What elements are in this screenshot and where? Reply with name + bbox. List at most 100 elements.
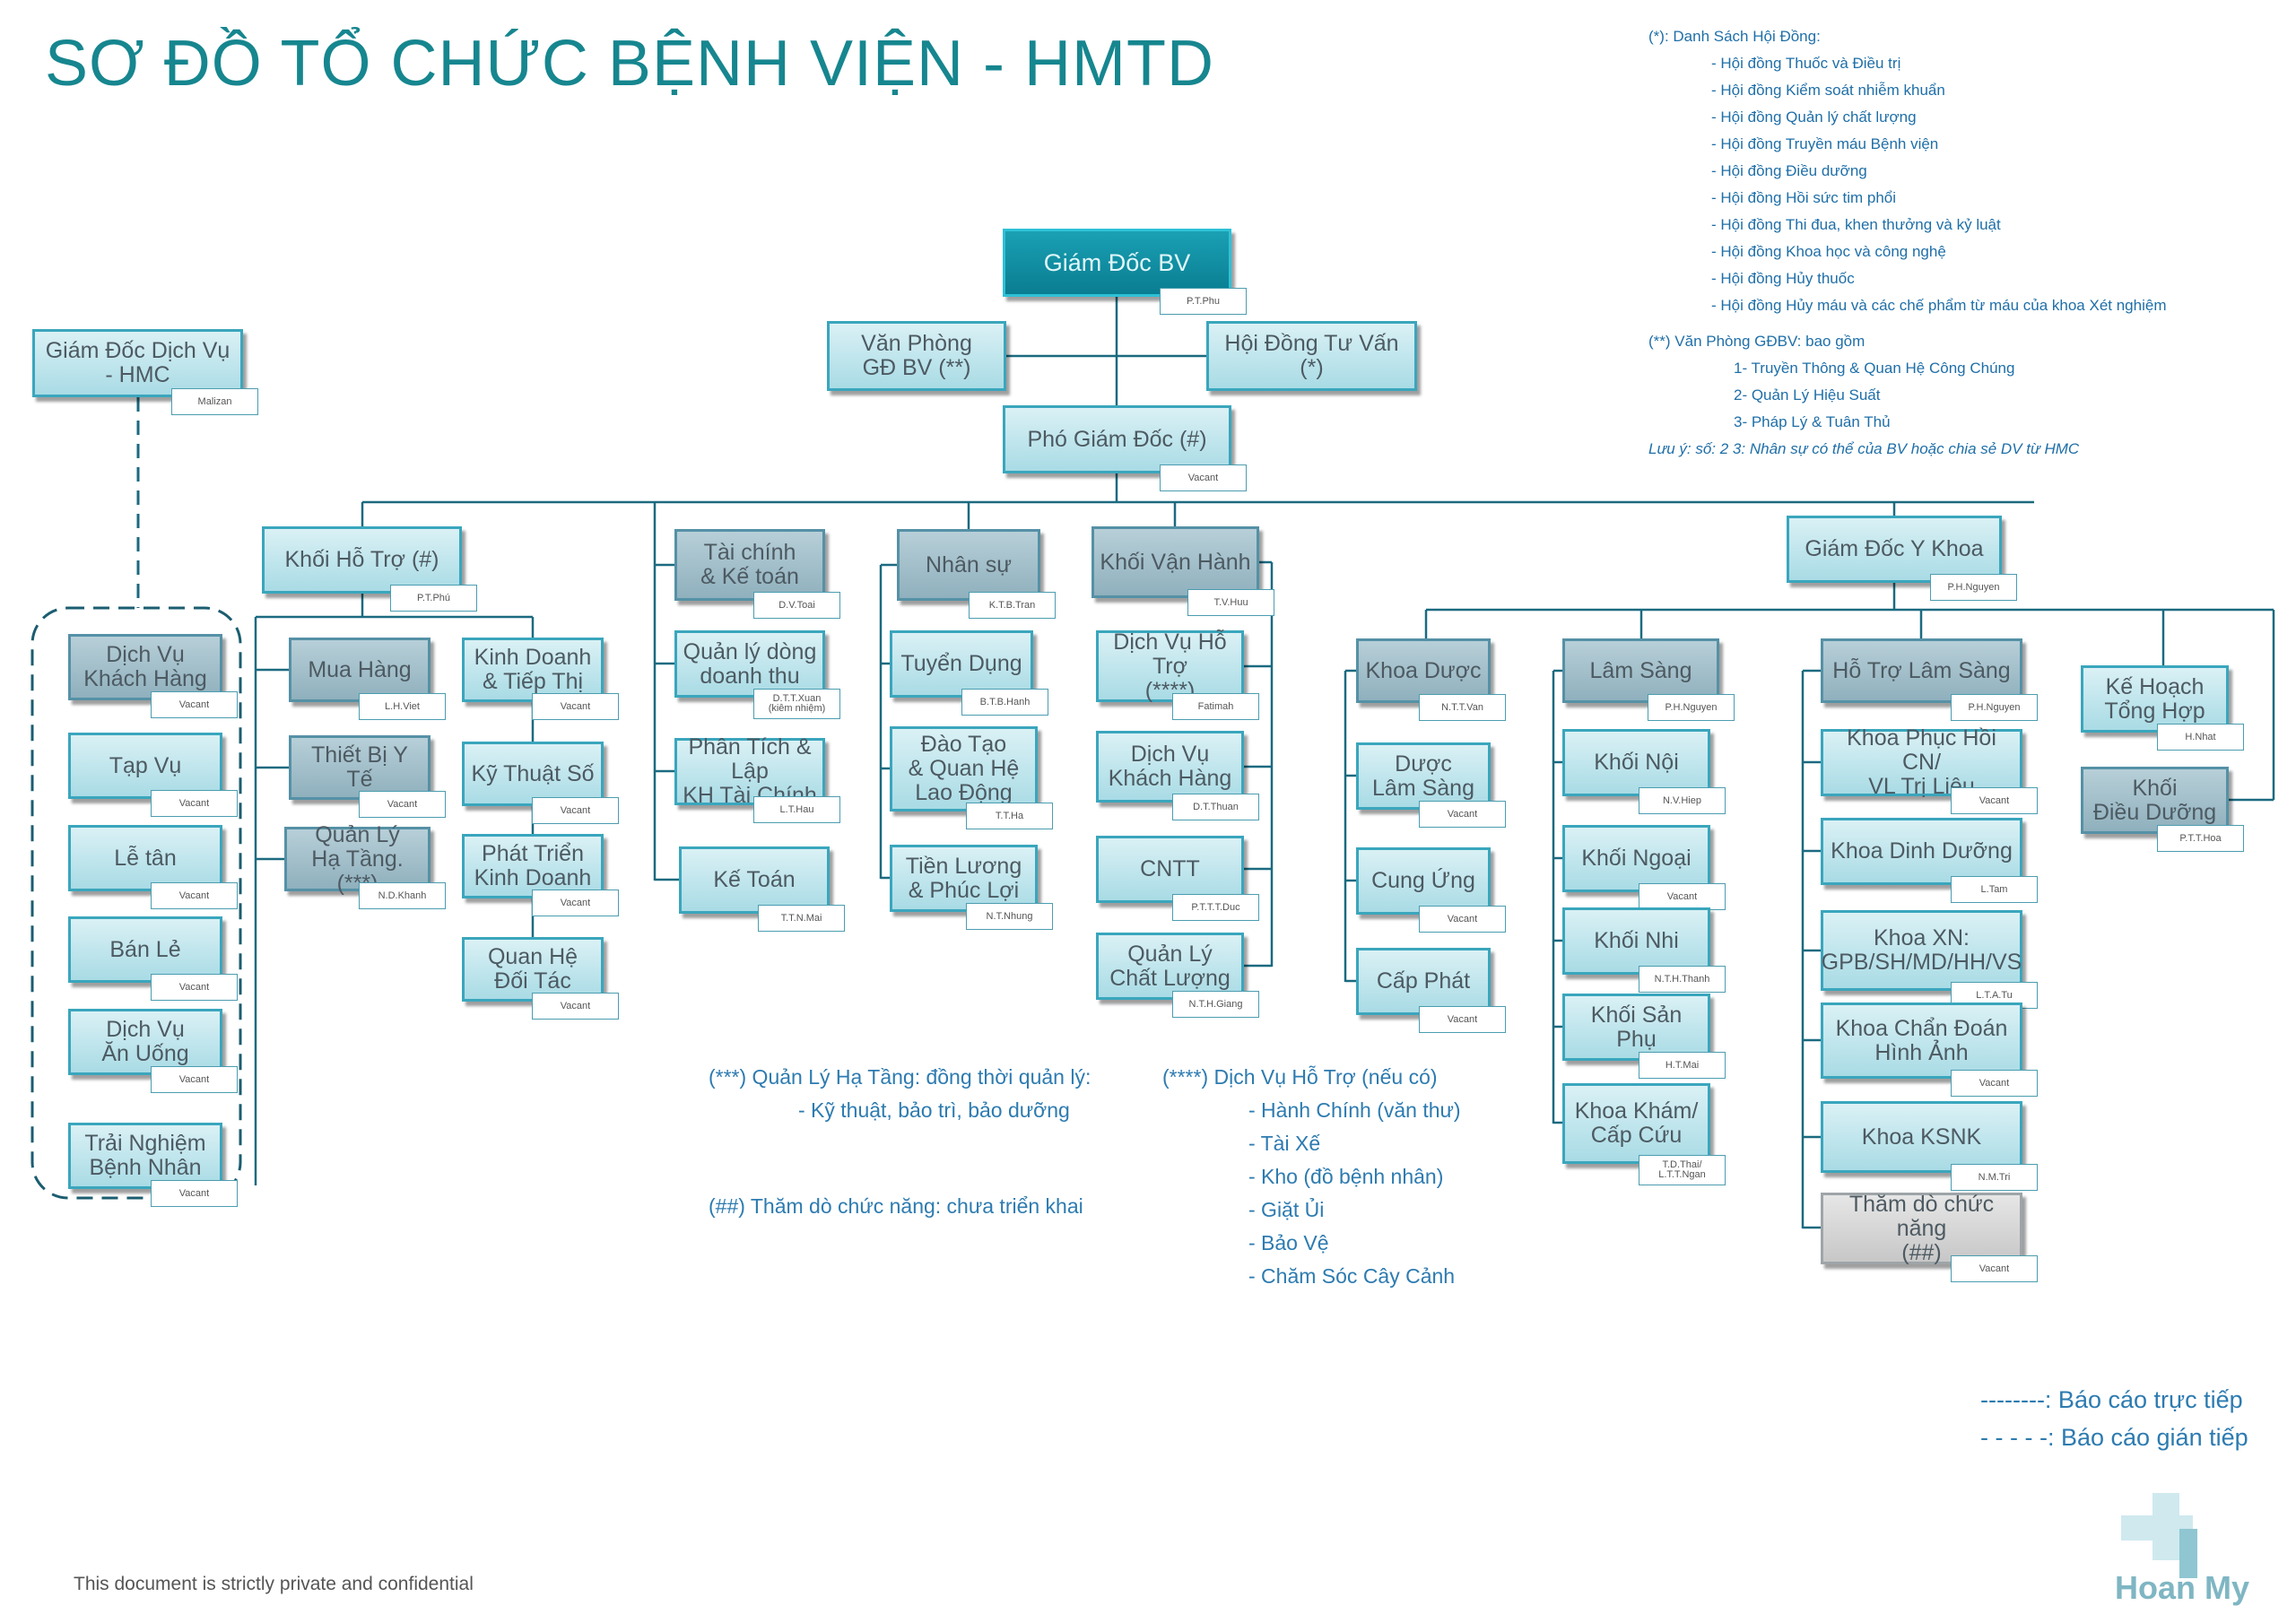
unit-box-pgd: Phó Giám Đốc (#): [1003, 405, 1231, 473]
unit-label: Bán Lẻ: [109, 936, 181, 962]
unit-label: Quan Hệ Đối Tác: [487, 944, 578, 994]
person-tag: P.H.Nguyen: [1951, 694, 2038, 721]
unit-label: Thiết Bị Y Tế: [311, 742, 408, 792]
support-item: - Bảo Vệ: [1248, 1231, 1329, 1254]
unit-label: Dịch Vụ Hỗ Trợ (****): [1113, 629, 1227, 703]
unit-box-daotao: Đào Tạo & Quan Hệ Lao Động: [890, 726, 1038, 812]
unit-label: Khối Điều Dưỡng: [2092, 775, 2217, 825]
unit-box-duocls: Dược Lâm Sàng: [1356, 742, 1491, 810]
unit-label: Quản lý dòng doanh thu: [683, 638, 817, 689]
unit-label: Dịch Vụ Ăn Uống: [101, 1017, 189, 1066]
person-tag: D.T.T.Xuan (kiêm nhiệm): [753, 689, 840, 719]
unit-box-khoakham: Khoa Khám/ Cấp Cứu: [1562, 1083, 1710, 1164]
person-tag: Vacant: [1951, 1070, 2038, 1097]
person-tag: P.H.Nguyen: [1648, 694, 1735, 721]
council-item: - Hội đồng Điều dưỡng: [1711, 162, 1867, 179]
unit-label: Khoa Chẩn Đoán Hình Ảnh: [1835, 1015, 2008, 1065]
person-tag: N.V.Hiep: [1639, 787, 1726, 814]
unit-box-kvh: Khối Vận Hành: [1091, 526, 1259, 598]
unit-label: Hội Đồng Tư Vấn (*): [1224, 331, 1399, 380]
person-tag: N.T.H.Giang: [1172, 991, 1259, 1018]
unit-box-kdtt: Kinh Doanh & Tiếp Thị: [462, 638, 604, 702]
unit-box-cntt: CNTT: [1096, 836, 1244, 903]
page-title: SƠ ĐỒ TỔ CHỨC BỆNH VIỆN - HMTD: [45, 28, 1214, 100]
unit-label: Cấp Phát: [1376, 968, 1471, 994]
unit-box-xn: Khoa XN: GPB/SH/MD/HH/VS: [1821, 910, 2022, 991]
unit-box-capphat: Cấp Phát: [1356, 948, 1491, 1015]
unit-box-nhansu: Nhân sự: [897, 529, 1040, 601]
indirect-group-outline: [30, 606, 242, 1200]
unit-box-khth: Kế Hoạch Tổng Hợp: [2081, 665, 2229, 733]
unit-box-khoisan: Khối Sản Phụ: [1562, 994, 1710, 1061]
unit-label: Dịch Vụ Khách Hàng: [83, 642, 207, 691]
council-item: - Hội đồng Hủy máu và các chế phẩm từ má…: [1711, 297, 2167, 314]
unit-box-hd: Hội Đồng Tư Vấn (*): [1206, 321, 1417, 391]
unit-box-kdd: Khối Điều Dưỡng: [2081, 767, 2229, 834]
support-item: - Kho (đồ bệnh nhân): [1248, 1165, 1444, 1188]
person-tag: Vacant: [532, 993, 619, 1020]
unit-box-qldt: Quản lý dòng doanh thu: [674, 630, 825, 698]
unit-box-htls: Hỗ Trợ Lâm Sàng: [1821, 638, 2022, 703]
person-tag: K.T.B.Tran: [969, 592, 1056, 619]
person-tag: Vacant: [151, 790, 238, 817]
person-tag: Vacant: [1419, 906, 1506, 933]
council-item: - Hội đồng Truyền máu Bệnh viện: [1711, 135, 1939, 152]
legend-indirect: - - - - -: Báo cáo gián tiếp: [1980, 1424, 2248, 1451]
person-tag: P.T.T.T.Duc: [1172, 894, 1259, 921]
person-tag: L.H.Viet: [359, 693, 446, 720]
unit-box-phcn: Khoa Phục Hồi CN/ VL Trị Liệu: [1821, 725, 2022, 799]
unit-box-khht: Khối Hỗ Trợ (#): [262, 526, 462, 594]
unit-box-muahang: Mua Hàng: [289, 638, 430, 702]
person-tag: N.M.Tri: [1951, 1164, 2038, 1191]
council-item: - Hội đồng Thuốc và Điều trị: [1711, 55, 1901, 72]
person-tag: Fatimah: [1172, 693, 1259, 720]
council-notes: (*): Danh Sách Hội Đồng: - Hội đồng Thuố…: [1648, 23, 2166, 319]
person-tag: Malizan: [171, 388, 258, 415]
unit-box-qlht: Quản Lý Hạ Tầng. (***): [284, 822, 430, 895]
person-tag: P.T.Phú: [390, 585, 477, 612]
unit-label: Khối Ngoại: [1581, 846, 1692, 871]
unit-label: Khoa KSNK: [1861, 1124, 1982, 1150]
person-tag: Vacant: [151, 882, 238, 909]
office-remark: Lưu ý: số: 2 3: Nhân sự có thể của BV ho…: [1648, 440, 2080, 457]
unit-label: Kế Toán: [713, 867, 796, 892]
unit-label: Phát Triển Kinh Doanh: [474, 841, 592, 890]
person-tag: T.T.Ha: [966, 803, 1053, 829]
unit-label: Dược Lâm Sàng: [1372, 751, 1474, 801]
person-tag: Vacant: [1951, 1255, 2038, 1282]
person-tag: Vacant: [532, 693, 619, 720]
unit-label: Khối Sản Phụ: [1590, 1002, 1683, 1052]
unit-box-khoinhi: Khối Nhi: [1562, 907, 1710, 975]
person-tag: D.V.Toai: [753, 592, 840, 619]
unit-label: Hỗ Trợ Lâm Sàng: [1832, 657, 2011, 683]
unit-box-ketoan: Kế Toán: [679, 846, 830, 914]
person-tag: Vacant: [151, 974, 238, 1001]
unit-label: Đào Tạo & Quan Hệ Lao Động: [908, 732, 1020, 805]
unit-label: Kỹ Thuật Số: [471, 760, 595, 786]
person-tag: P.T.T.Hoa: [2157, 825, 2244, 852]
unit-label: Khoa Dược: [1365, 657, 1482, 683]
person-tag: Vacant: [1951, 787, 2038, 814]
unit-box-dvkh: Dịch Vụ Khách Hàng: [68, 634, 222, 700]
council-item: - Hội đồng Khoa học và công nghệ: [1711, 243, 1946, 260]
unit-label: Khoa Phục Hồi CN/ VL Trị Liệu: [1847, 725, 1996, 799]
unit-label: Khoa Khám/ Cấp Cứu: [1574, 1098, 1699, 1148]
confidential-footer: This document is strictly private and co…: [74, 1574, 474, 1594]
person-tag: P.T.Phu: [1160, 288, 1247, 315]
unit-label: Lễ tân: [114, 845, 177, 871]
unit-label: Khối Vận Hành: [1100, 549, 1251, 575]
unit-label: Kế Hoạch Tổng Hợp: [2104, 673, 2205, 724]
unit-label: Khoa Dinh Dưỡng: [1831, 838, 2013, 864]
council-notes-heading: (*): Danh Sách Hội Đồng:: [1648, 28, 1821, 45]
unit-label: Tạp Vụ: [109, 752, 182, 778]
unit-box-ptkd: Phát Triển Kinh Doanh: [462, 834, 604, 898]
unit-label: Tài chính & Kế toán: [700, 540, 799, 589]
infra-note-line1: (***) Quản Lý Hạ Tầng: đồng thời quản lý…: [709, 1065, 1091, 1089]
person-tag: Vacant: [1419, 1006, 1506, 1033]
unit-label: Cung Ứng: [1371, 868, 1475, 893]
council-item: - Hội đồng Quản lý chất lượng: [1711, 108, 1917, 126]
unit-label: Khối Nội: [1594, 750, 1679, 775]
unit-box-tnbn: Trải Nghiệm Bệnh Nhân: [68, 1123, 222, 1189]
support-item: - Giặt Ủi: [1248, 1198, 1325, 1221]
person-tag: H.T.Mai: [1639, 1052, 1726, 1079]
